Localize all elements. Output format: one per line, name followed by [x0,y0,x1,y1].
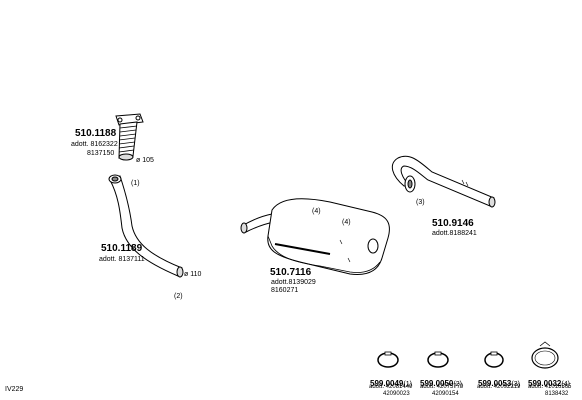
clamp-part-number: 599.0049 [370,379,404,388]
part-ref: adott.8188241 [432,230,477,237]
clamp-ref: adott. 42081440 [369,384,413,390]
flexible-pipe-510-1188 [115,113,144,161]
clamp-label-599-0049: 599.0049(1) [370,374,412,390]
clamp-tag: (3) [511,381,520,388]
clamp-ref: adott. 42075779 [420,384,464,390]
clamp-label-599-0032: 599.0032(4) [528,374,570,390]
clamp-ref: adott. 41016565 [528,384,572,390]
clamp-label-599-0053: 599.0053(3) [478,374,520,390]
part-ref: adott.8139029 [271,279,316,286]
clamp-ref: adott. 42092219 [477,384,521,390]
clamp-ref: 42090154 [432,391,459,397]
clamp-label-599-0050: 599.0050(2) [420,374,462,390]
clamp-599-0053 [484,351,504,368]
clamp-599-0049 [377,351,399,368]
part-ref: adott. 8137111 [99,256,145,263]
bent-pipe-510-1189 [108,174,184,278]
callout-label: (4) [342,219,351,226]
part-number-510-1189: 510.1189 [101,243,143,254]
silencer-510-7116 [240,198,390,275]
clamp-part-number: 599.0032 [528,379,562,388]
clamp-599-0050 [427,351,449,368]
callout-label: (1) [131,180,140,187]
part-ref: adott. 8162322 [71,141,118,148]
clamp-part-number: 599.0053 [478,379,512,388]
part-number-510-9146: 510.9146 [432,218,474,229]
tail-pipe-510-9146 [391,155,496,208]
part-ref: 8160271 [271,287,299,294]
clamp-tag: (1) [403,381,412,388]
callout-label: (2) [174,293,183,300]
clamp-ref: 8138432 [545,391,569,397]
part-ref: 8137150 [87,150,115,157]
clamp-599-0032 [531,341,559,369]
clamp-part-number: 599.0050 [420,379,454,388]
clamp-tag: (2) [453,381,462,388]
diameter-label: ø 110 [184,271,202,278]
clamp-ref: 42090023 [383,391,410,397]
diameter-label: ø 105 [136,157,154,164]
callout-label: (3) [416,199,425,206]
clamp-tag: (4) [561,381,570,388]
diagram-code: IV229 [5,386,24,393]
callout-label: (4) [312,208,321,215]
part-number-510-1188: 510.1188 [75,128,117,139]
part-number-510-7116: 510.7116 [270,267,312,278]
